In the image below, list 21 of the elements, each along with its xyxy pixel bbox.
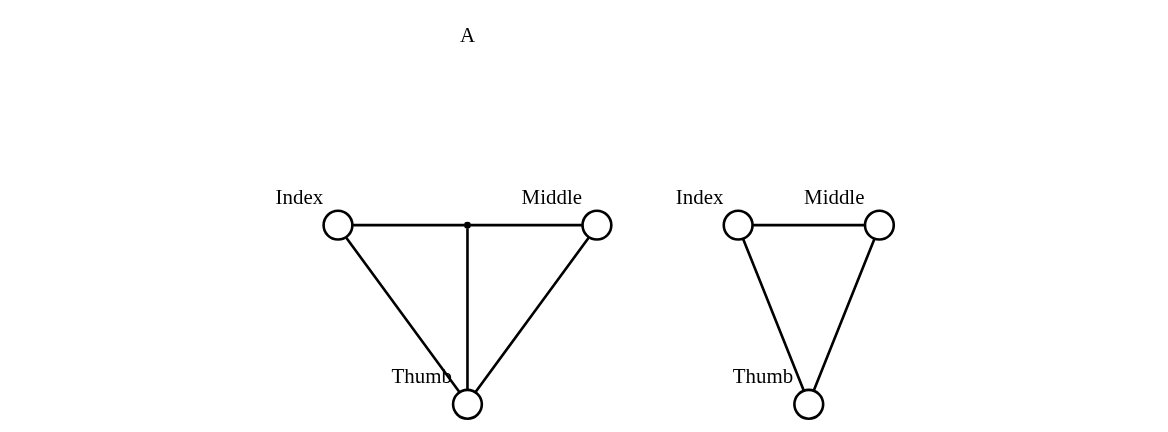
- connector: [741, 238, 805, 391]
- node-label: Middle: [803, 184, 864, 209]
- node-label: Index: [275, 184, 323, 209]
- connector: [474, 236, 590, 393]
- node-circle: [721, 209, 754, 241]
- connector: [352, 223, 464, 227]
- label: A: [459, 22, 475, 47]
- node-label: Thumb: [732, 364, 793, 389]
- connector: [470, 223, 582, 227]
- connector: [465, 228, 469, 390]
- node-label: Index: [675, 184, 723, 209]
- connector: [344, 236, 460, 393]
- node-label: Middle: [521, 184, 582, 209]
- node-circle: [580, 209, 613, 241]
- connector: [812, 238, 876, 391]
- node-circle: [321, 209, 354, 241]
- connector: [752, 223, 865, 227]
- node-circle: [863, 209, 895, 241]
- node-point: [463, 221, 471, 229]
- node-circle: [792, 388, 824, 420]
- node-circle: [451, 388, 483, 420]
